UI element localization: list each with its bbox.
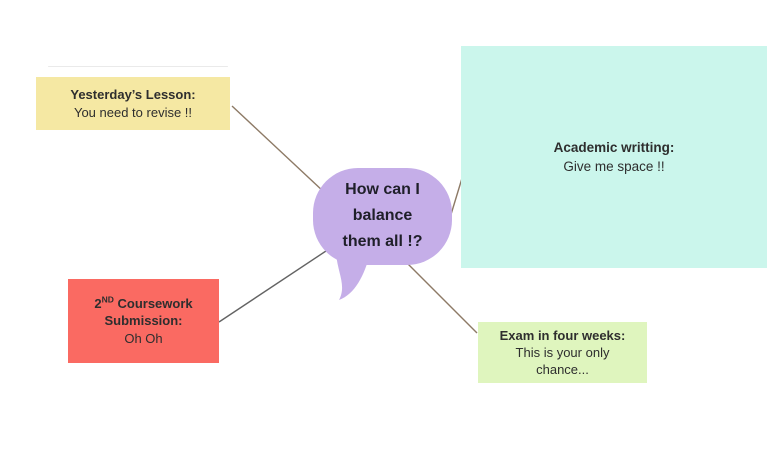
node-title: Academic writting: <box>553 140 675 155</box>
ghost-artifact <box>48 66 228 67</box>
title-number: 2 <box>94 295 102 311</box>
node-title: Yesterday’s Lesson: <box>70 87 196 102</box>
center-bubble[interactable] <box>313 168 452 300</box>
connector-yesterday-line[interactable] <box>231 105 325 193</box>
title-ordinal: ND <box>101 294 114 305</box>
bubble-text-line: How can I <box>345 181 420 198</box>
node-title: Exam in four weeks: <box>499 328 626 343</box>
node-body: You need to revise !! <box>73 104 193 120</box>
bubble-text-line: balance <box>352 207 413 224</box>
node-body: Give me space !! <box>563 159 665 174</box>
node-yesterdays-lesson[interactable]: Yesterday’s Lesson: You need to revise !… <box>36 77 230 130</box>
node-academic-writing[interactable]: Academic writting: Give me space !! <box>461 46 767 268</box>
node-body-line: chance... <box>536 362 589 377</box>
node-exam-in-four-weeks[interactable]: Exam in four weeks: This is your only ch… <box>478 322 647 383</box>
node-body-line: This is your only <box>515 345 610 360</box>
node-coursework-submission[interactable]: 2ND Coursework Submission: Oh Oh <box>68 279 219 363</box>
node-title: 2ND Coursework <box>94 295 192 313</box>
node-body: Oh Oh <box>124 330 163 346</box>
bubble-text: How can I balance them all !? <box>313 167 452 265</box>
bubble-text-line: them all !? <box>342 233 423 250</box>
node-title-line2: Submission: <box>104 313 183 329</box>
connector-coursework-line[interactable] <box>218 248 330 323</box>
title-rest: Coursework <box>113 295 193 311</box>
connector-exam-line[interactable] <box>403 259 478 334</box>
speech-bubble-body <box>313 168 452 265</box>
